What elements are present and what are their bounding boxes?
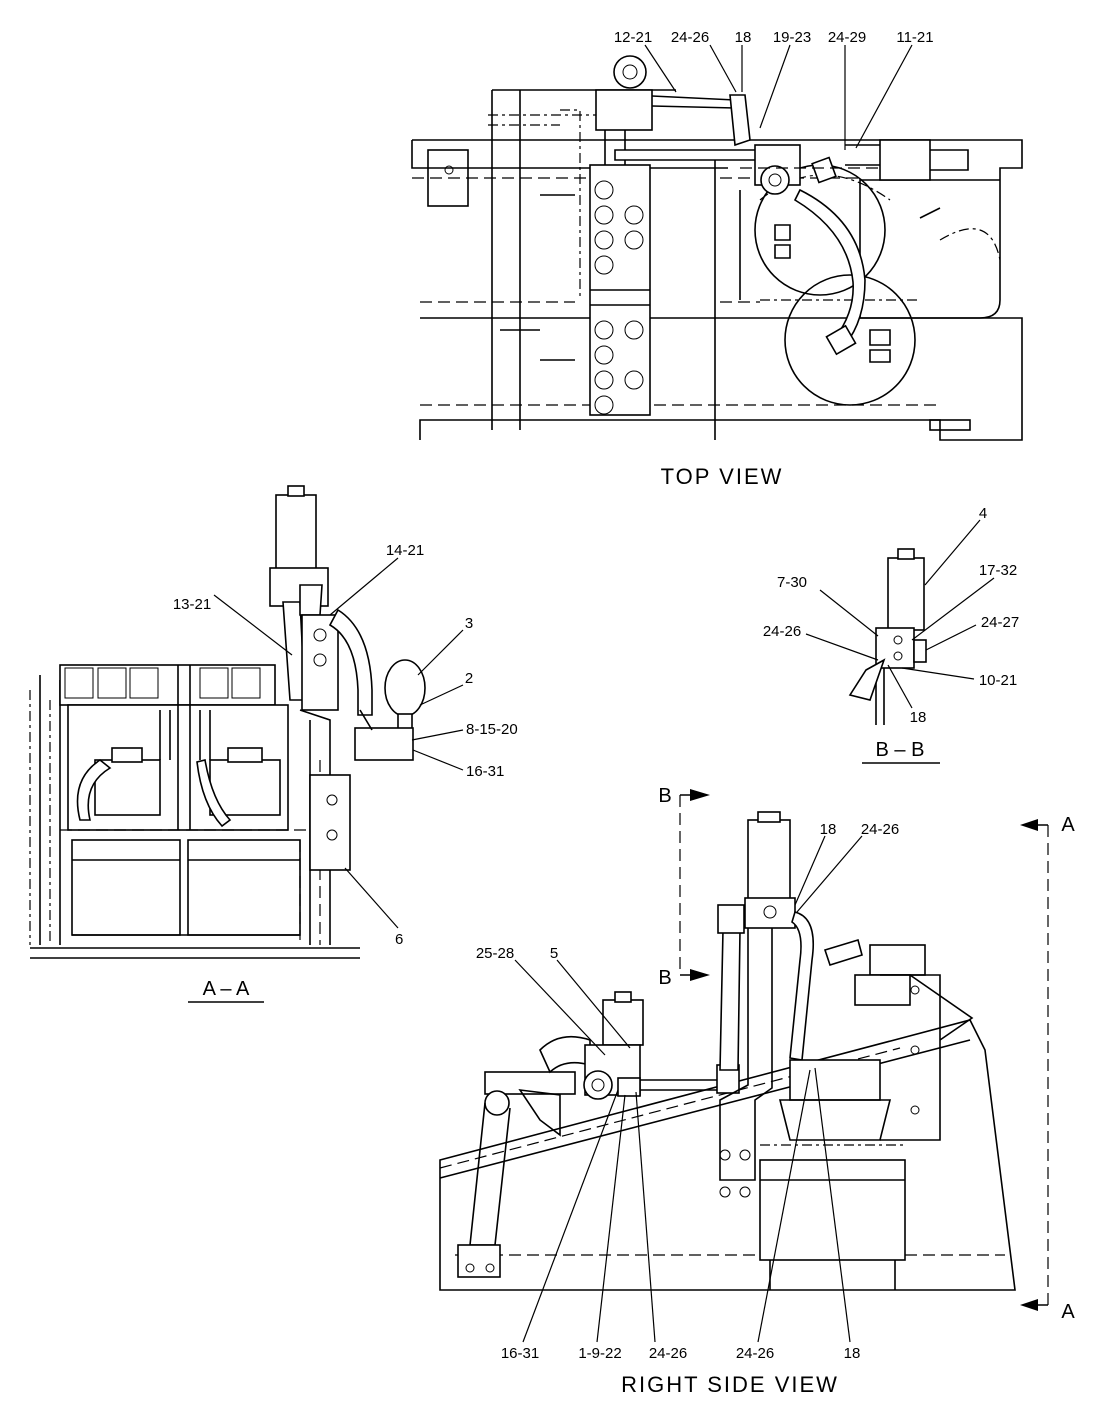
callout-6: 6 xyxy=(395,931,403,948)
section-bb-title: B – B xyxy=(876,739,925,761)
callout-19-23: 19-23 xyxy=(773,29,811,46)
callout-24-26-right-2: 24-26 xyxy=(736,1345,774,1362)
section-aa-title: A – A xyxy=(203,978,250,1000)
callout-25-28: 25-28 xyxy=(476,945,514,962)
callout-13-21: 13-21 xyxy=(173,596,211,613)
callout-16-31: 16-31 xyxy=(466,763,504,780)
callout-16-31-right: 16-31 xyxy=(501,1345,539,1362)
callout-7-30: 7-30 xyxy=(777,574,807,591)
section-bb-view: 4 7-30 17-32 24-26 24-27 10-21 18 B – B xyxy=(763,505,1019,764)
section-a-marker-bottom: A xyxy=(1061,1301,1075,1323)
callout-14-21: 14-21 xyxy=(386,542,424,559)
callout-4: 4 xyxy=(979,505,987,522)
callout-18: 18 xyxy=(735,29,752,46)
callout-18-bb: 18 xyxy=(910,709,927,726)
section-b-marker-bottom: B xyxy=(658,967,671,989)
callout-18-right-top: 18 xyxy=(820,821,837,838)
callout-18-right-bottom: 18 xyxy=(844,1345,861,1362)
callout-24-26-bb: 24-26 xyxy=(763,623,801,640)
callout-5: 5 xyxy=(550,945,558,962)
callout-24-26-right-1: 24-26 xyxy=(649,1345,687,1362)
callout-12-21: 12-21 xyxy=(614,29,652,46)
callout-24-26: 24-26 xyxy=(671,29,709,46)
top-view: 12-21 24-26 18 19-23 24-29 11-21 TOP VIE… xyxy=(411,29,1023,489)
callout-1-9-22: 1-9-22 xyxy=(578,1345,621,1362)
callout-10-21: 10-21 xyxy=(979,672,1017,689)
section-aa-view: 14-21 13-21 3 2 8-15-20 16-31 6 A – A xyxy=(29,485,518,1003)
right-side-view-title: RIGHT SIDE VIEW xyxy=(621,1372,839,1397)
callout-3: 3 xyxy=(465,615,473,632)
section-a-marker-top: A xyxy=(1061,814,1075,836)
callout-24-29: 24-29 xyxy=(828,29,866,46)
callout-24-26-right-top: 24-26 xyxy=(861,821,899,838)
right-side-view: B B A A xyxy=(439,785,1075,1397)
callout-24-27: 24-27 xyxy=(981,614,1019,631)
callout-17-32: 17-32 xyxy=(979,562,1017,579)
callout-11-21: 11-21 xyxy=(896,29,933,46)
callout-2: 2 xyxy=(465,670,473,687)
callout-8-15-20: 8-15-20 xyxy=(466,721,518,738)
section-b-marker-top: B xyxy=(658,785,671,807)
top-view-title: TOP VIEW xyxy=(661,464,784,489)
